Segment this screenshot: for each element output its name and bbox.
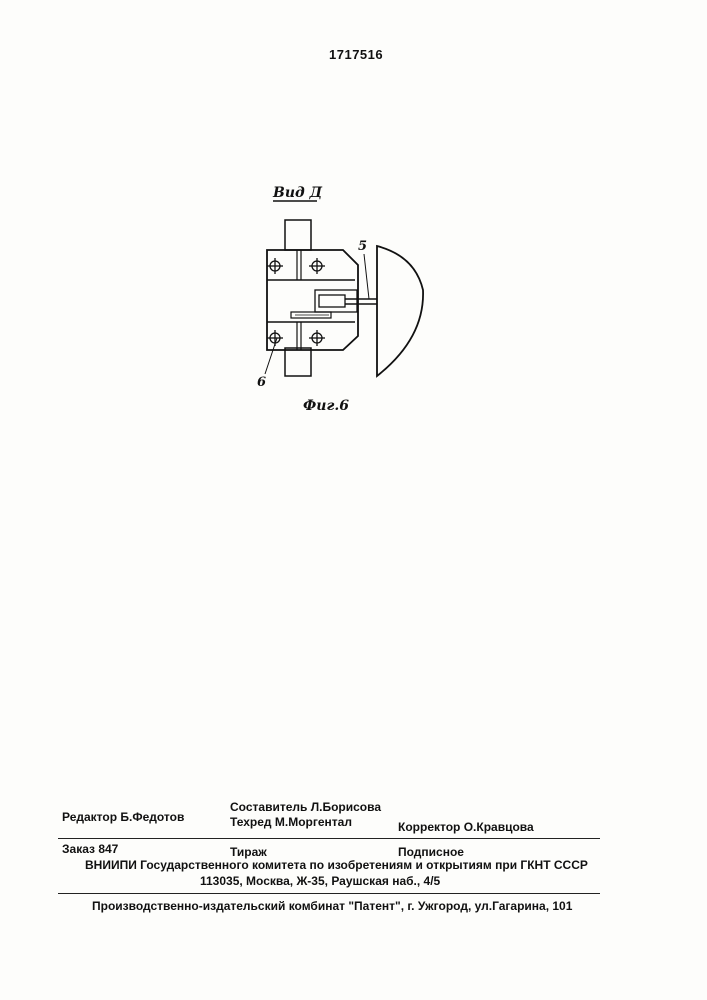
callout-6: 6	[257, 375, 266, 390]
figure-caption: Фиг.6	[303, 398, 349, 414]
technical-drawing-fig6: Вид Д 5 6 Фиг.6	[255, 178, 445, 418]
corrector-line: Корректор О.Кравцова	[398, 820, 534, 834]
order-line: Заказ 847	[62, 842, 118, 856]
rule-top	[58, 838, 600, 839]
slider-block	[319, 295, 345, 307]
subscription-line: Подписное	[398, 845, 464, 859]
bolt-top-right	[309, 258, 325, 274]
bolt-top-left	[267, 258, 283, 274]
callout-5-leader	[364, 254, 369, 299]
circulation-line: Тираж	[230, 845, 267, 859]
techred-line: Техред М.Моргентал	[230, 815, 352, 829]
rule-bottom	[58, 893, 600, 894]
organization-line: ВНИИПИ Государственного комитета по изоб…	[85, 858, 588, 872]
address-line: 113035, Москва, Ж-35, Раушская наб., 4/5	[200, 874, 440, 888]
patent-number: 1717516	[329, 47, 383, 62]
callout-5: 5	[358, 239, 367, 254]
dome-pad	[377, 246, 423, 376]
shaft-top	[285, 220, 311, 250]
compiler-line: Составитель Л.Борисова	[230, 800, 381, 814]
editor-line: Редактор Б.Федотов	[62, 810, 184, 824]
slot-guide	[315, 290, 357, 312]
publisher-line: Производственно-издательский комбинат "П…	[92, 899, 572, 913]
view-label: Вид Д	[272, 185, 323, 201]
bolt-bottom-right	[309, 330, 325, 346]
shaft-bottom	[285, 348, 311, 376]
